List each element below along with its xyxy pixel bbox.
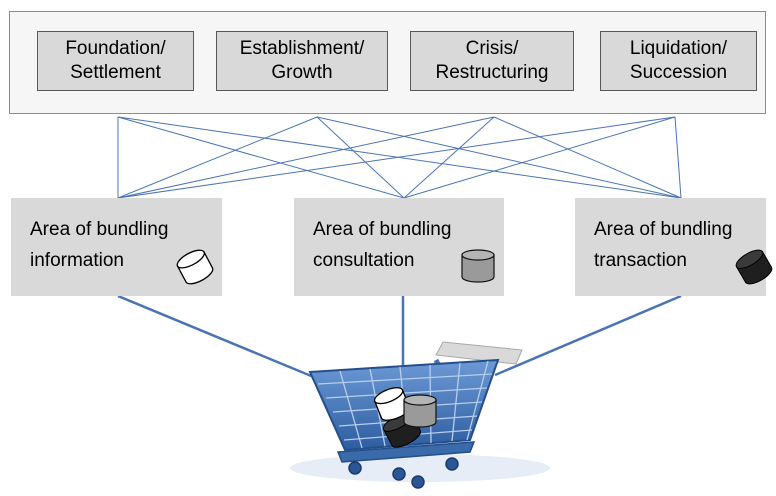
area-transaction-box: Area of bundling transaction (575, 198, 766, 296)
area-transaction-label: Area of bundling transaction (594, 219, 733, 271)
transaction-cylinder-icon (735, 249, 773, 285)
cart-wheels (348, 457, 459, 489)
phase-foundation-box: Foundation/ Settlement (37, 31, 194, 91)
phase-crisis-label: Crisis/ Restructuring (435, 38, 549, 83)
phase-foundation-label: Foundation/ Settlement (65, 38, 166, 83)
phase-crisis-box: Crisis/ Restructuring (410, 31, 574, 91)
information-cylinder-icon (176, 249, 214, 285)
phase-establishment-box: Establishment/ Growth (216, 31, 388, 91)
consultation-cylinder-icon (461, 249, 495, 283)
area-consultation-box: Area of bundling consultation (294, 198, 504, 296)
phase-area-mesh (117, 116, 682, 199)
phase-liquidation-box: Liquidation/ Succession (600, 31, 757, 91)
phase-establishment-label: Establishment/ Growth (239, 38, 365, 83)
cart-gray-cylinder-icon (403, 394, 437, 428)
phase-liquidation-label: Liquidation/ Succession (629, 38, 728, 83)
area-consultation-label: Area of bundling consultation (313, 219, 452, 271)
cart-base-frame (336, 441, 476, 463)
area-cart-links (117, 294, 682, 380)
area-information-label: Area of bundling information (30, 219, 169, 271)
